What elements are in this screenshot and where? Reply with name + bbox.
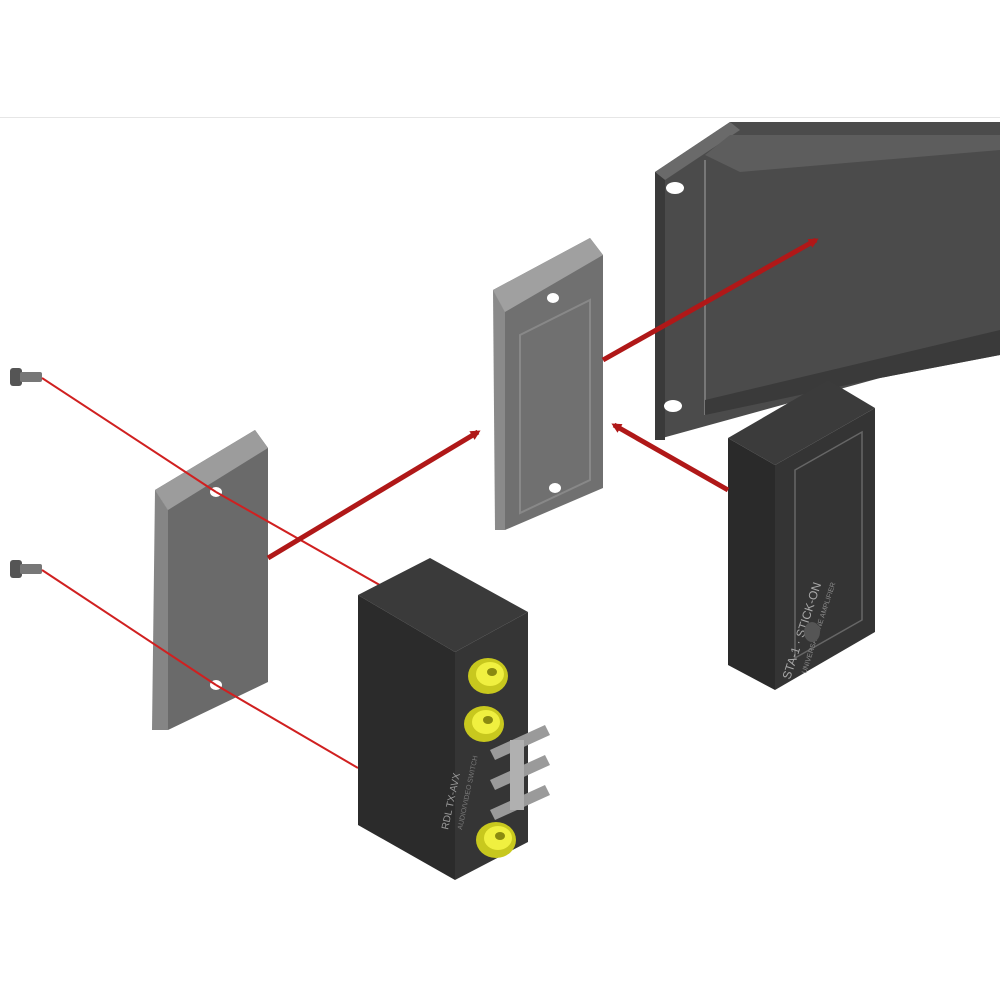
bracket-hole-bottom: [549, 483, 561, 493]
rack-hole-bottom: [664, 400, 682, 412]
rca-connector-bottom: [476, 822, 516, 858]
stick-on-module: STA-1 · STICK-ON UNIVERSAL LINE AMPLIFIE…: [728, 380, 875, 690]
arrow-module-to-middle: [611, 422, 730, 493]
logo-badge: [804, 622, 820, 642]
screw-icon: [10, 368, 42, 386]
screw-icon: [10, 560, 42, 578]
top-divider: [0, 117, 1000, 118]
arrow-left-to-middle: [266, 429, 481, 561]
guide-lines: [41, 377, 386, 769]
rca-connector-top: [468, 658, 508, 694]
assembly-arrows: [266, 237, 819, 561]
bracket-hole-top: [547, 293, 559, 303]
rca-connector-middle: [464, 706, 504, 742]
rca-module: RDL TX-AVX AUDIO/VIDEO SWITCH: [358, 558, 550, 880]
rack-panel: [655, 122, 1000, 440]
terminal-block: [490, 725, 550, 820]
rack-hole-top: [666, 182, 684, 194]
left-bracket-plate: [152, 430, 268, 730]
middle-bracket-plate: [493, 238, 603, 530]
arrow-middle-to-rack: [601, 237, 819, 363]
